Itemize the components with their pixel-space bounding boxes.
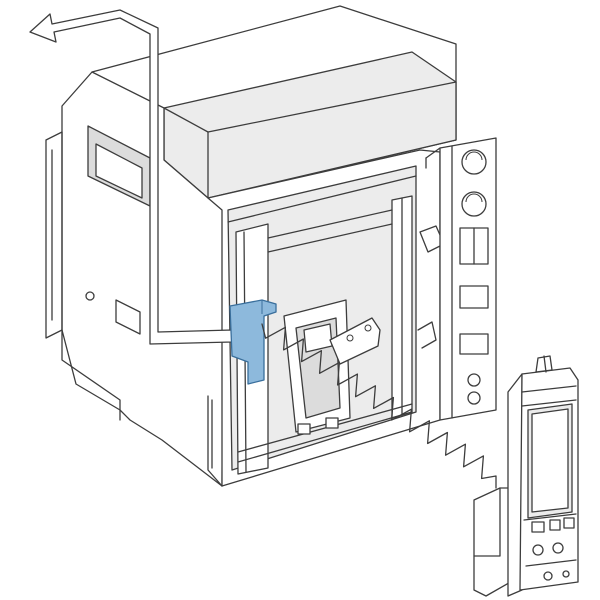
module-top-connector: [535, 355, 553, 373]
control-unit-module: [473, 355, 579, 597]
port-circle-2-icon: [461, 191, 487, 217]
side-screw-icon: [85, 291, 95, 301]
port-circle-1-icon: [461, 149, 487, 175]
coiled-cable: [261, 323, 497, 489]
blue-bracket-shape: [229, 299, 277, 385]
module-button-2-icon: [552, 542, 564, 554]
side-label-plate: [115, 299, 141, 335]
blue-bracket: [229, 299, 277, 385]
circuit-breaker-chassis: [45, 5, 497, 487]
module-button-1-icon: [532, 544, 544, 556]
lever-arm: [329, 317, 381, 365]
coil-spring: [261, 323, 497, 489]
